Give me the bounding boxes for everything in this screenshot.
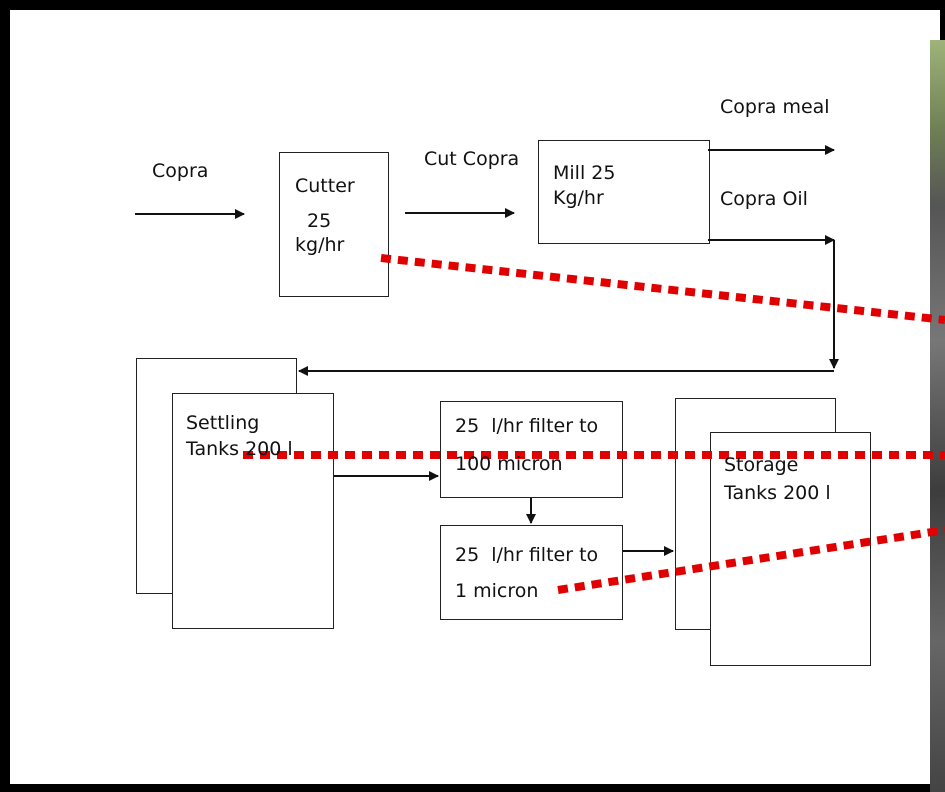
label-cut-copra: Cut Copra [424,148,520,170]
cutter-box [279,152,389,297]
label-cutter-1: Cutter [295,175,355,197]
pointer-dash-cutter [380,254,945,324]
filter-100-micron-box [440,401,623,498]
label-settling-1: Settling [186,412,260,434]
mill-box [538,140,710,244]
label-filter1-1: 25 l/hr filter to [455,544,599,566]
label-copra: Copra [152,160,209,182]
label-copra-meal: Copra meal [720,96,830,118]
label-mill-2: Kg/hr [553,187,604,209]
label-settling-2: Tanks 200 l [186,438,293,460]
pointer-dash-filter [557,526,945,594]
label-copra-oil: Copra Oil [720,188,808,210]
settling-tank-front [172,393,334,629]
label-filter100-2: 100 micron [455,453,563,475]
label-storage-1: Storage [724,454,799,476]
label-filter100-1: 25 l/hr filter to [455,415,599,437]
photo-strip [930,40,945,792]
label-mill-1: Mill 25 [553,162,616,184]
label-cutter-3: kg/hr [295,234,345,256]
label-filter1-2: 1 micron [455,580,539,602]
label-storage-2: Tanks 200 l [724,482,831,504]
label-cutter-2: 25 [307,210,332,232]
filter-1-micron-box [440,525,623,620]
